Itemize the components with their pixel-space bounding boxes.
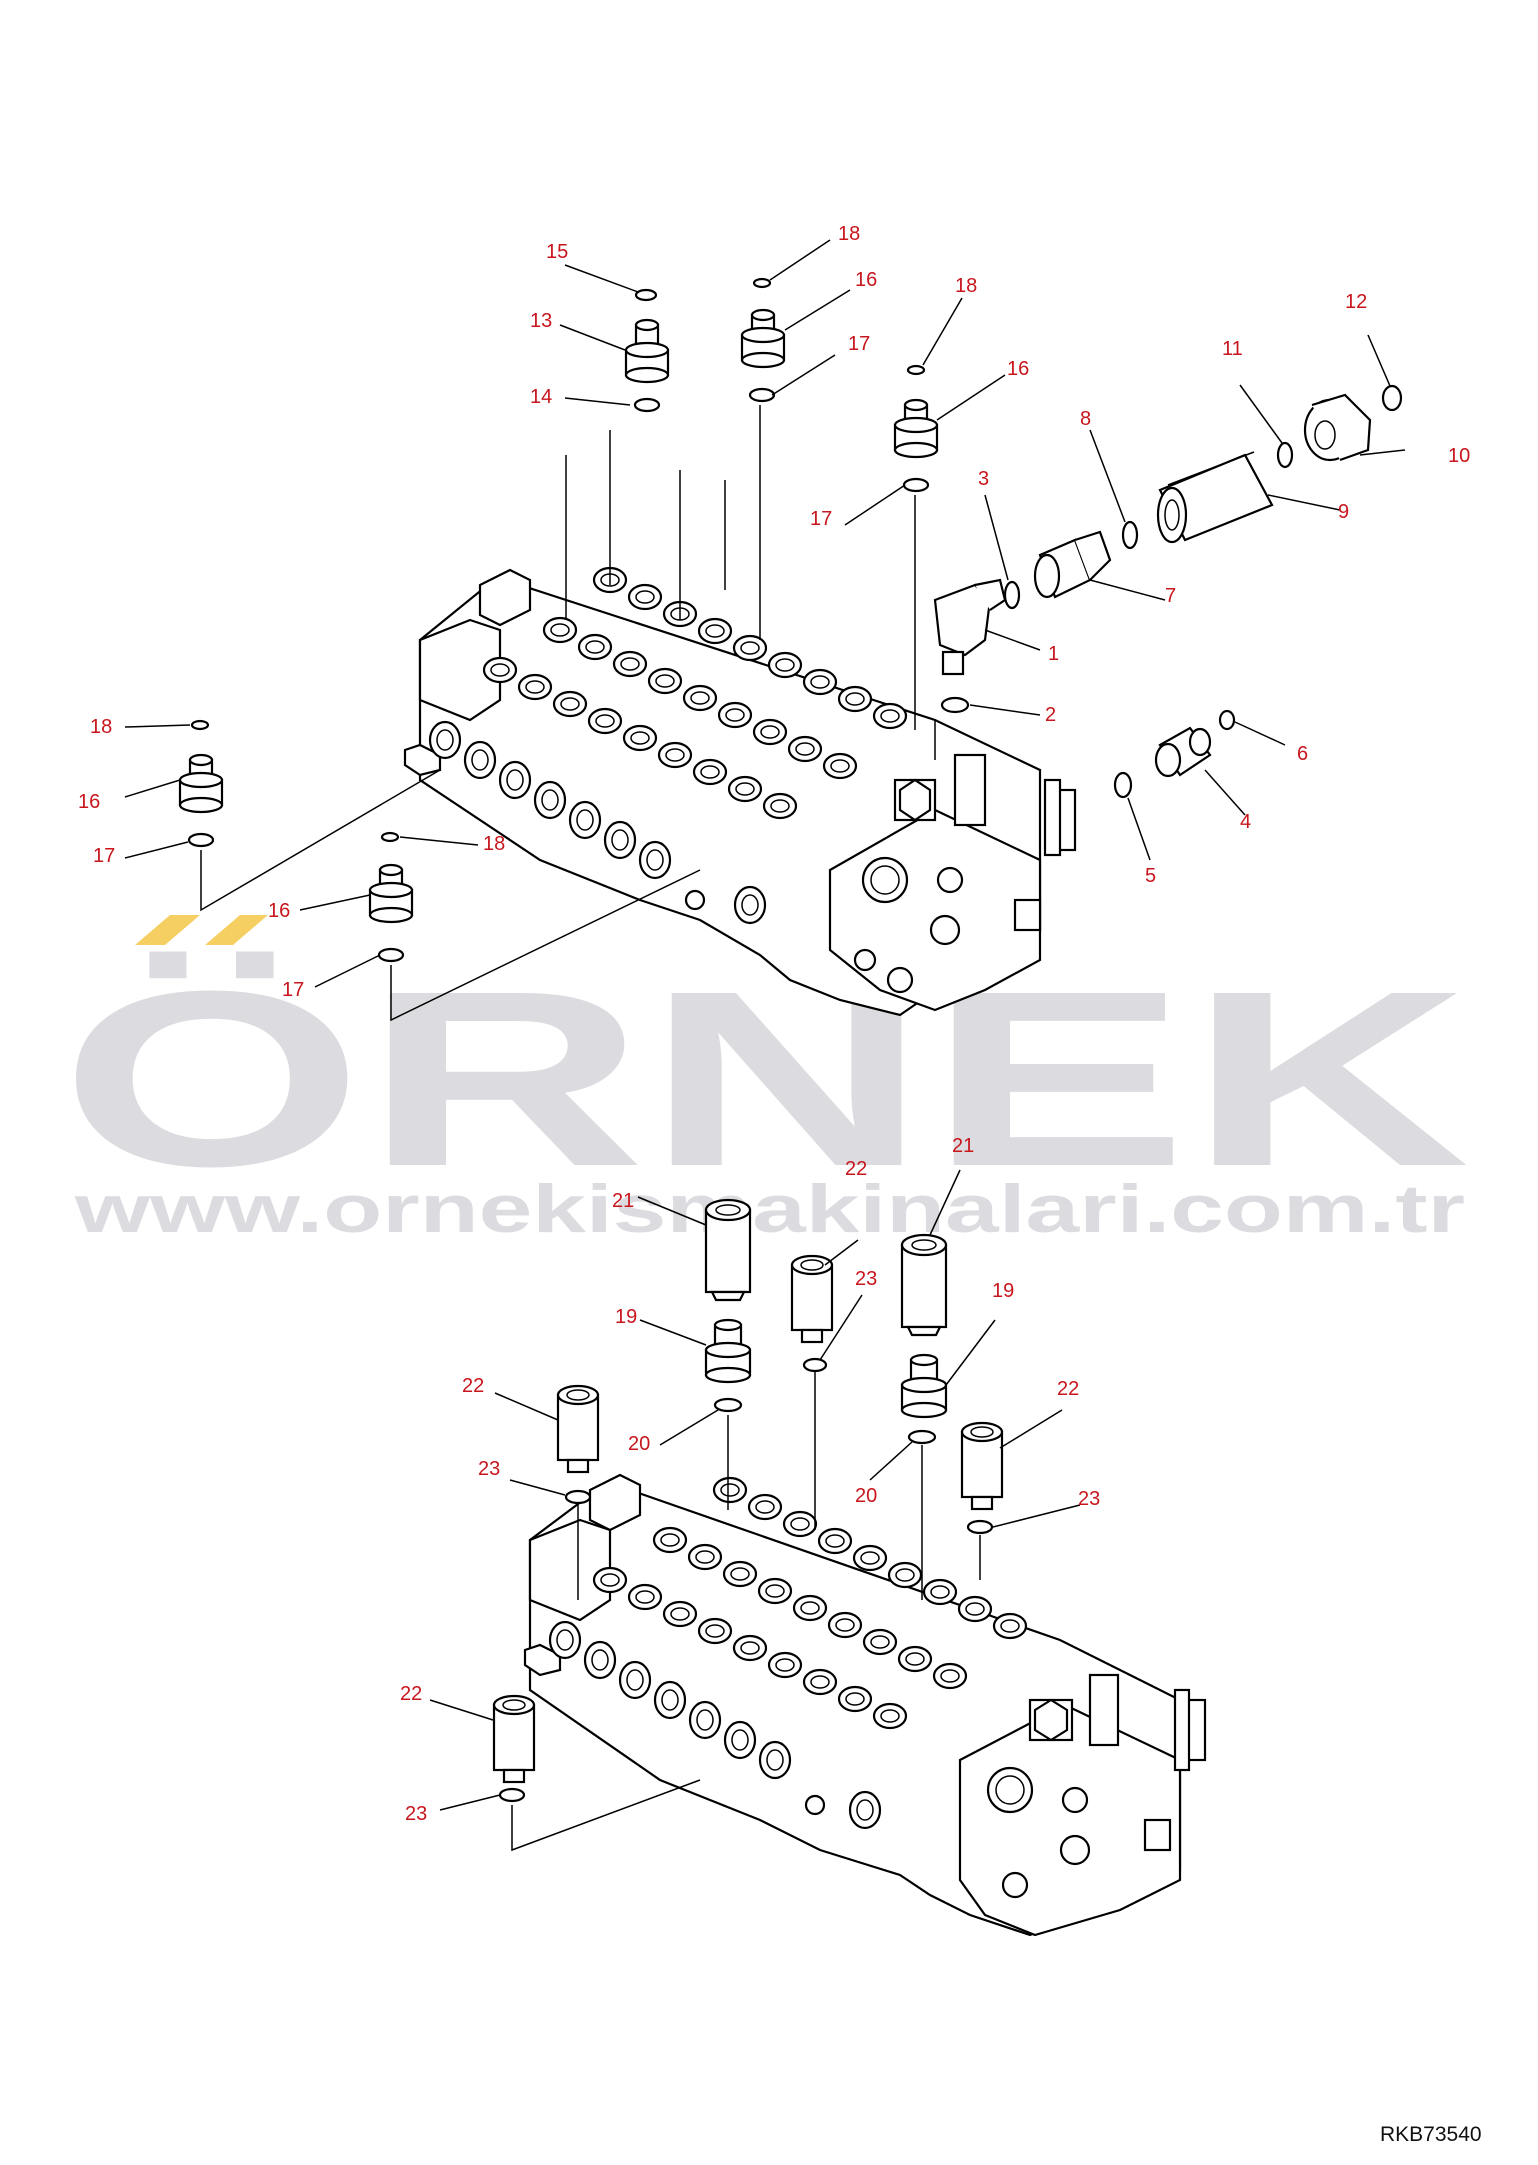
callout-8: 8 [1080,408,1091,430]
part-21-cap-b [900,1233,948,1337]
callout-16-d: 16 [268,900,290,922]
callout-21-a: 21 [612,1190,634,1212]
part-22-cap-c [960,1421,1004,1511]
watermark-accent-left [135,915,200,945]
callout-21-b: 21 [952,1135,974,1157]
callout-18-d: 18 [483,833,505,855]
part-14-o-ring [633,397,661,413]
callout-23-a: 23 [855,1268,877,1290]
part-2-o-ring [940,696,970,714]
callout-4: 4 [1240,811,1251,833]
part-22-cap-b [556,1384,600,1474]
part-8-o-ring [1121,520,1139,550]
lower-spool-caps-row2 [652,1526,968,1690]
callout-17-b: 17 [810,508,832,530]
part-22-cap-a [790,1254,834,1344]
part-22-cap-d [492,1694,536,1784]
upper-spool-caps-row3 [482,656,798,820]
callout-15: 15 [546,241,568,263]
lower-front-ports [548,1620,882,1830]
part-16-plug-b [893,398,939,459]
watermark-accent-right [205,915,268,945]
drawing-code: RKB73540 [1380,2123,1482,2146]
upper-spool-caps-row2 [542,616,858,780]
part-9-housing [1156,451,1274,544]
part-21-cap-a [704,1198,752,1302]
upper-control-valve-body [403,566,1077,1017]
callout-7: 7 [1165,585,1176,607]
part-1-elbow [933,578,1007,676]
part-19-fitting-a [704,1318,752,1384]
callout-6: 6 [1297,743,1308,765]
part-7-adapter [1033,530,1112,599]
callout-22-c: 22 [1057,1378,1079,1400]
callout-17-d: 17 [282,979,304,1001]
part-16-plug-a [740,308,786,369]
callout-2: 2 [1045,704,1056,726]
upper-front-ports [428,720,767,925]
part-12-o-ring [1381,384,1403,412]
callout-19-a: 19 [615,1306,637,1328]
watermark-url: www.ornekismakinalari.com.tr [74,1171,1465,1247]
callout-16-b: 16 [1007,358,1029,380]
callout-16-c: 16 [78,791,100,813]
callout-13: 13 [530,310,552,332]
lower-callouts: 19 19 20 20 21 21 22 22 22 22 23 23 23 2… [400,1135,1100,1825]
callout-23-b: 23 [478,1458,500,1480]
callout-1: 1 [1048,643,1059,665]
callout-18-c: 18 [90,716,112,738]
upper-callouts: 1 2 3 4 5 6 7 8 9 10 11 12 13 14 15 16 1… [78,223,1470,1001]
callout-9: 9 [1338,501,1349,523]
callout-23-c: 23 [1078,1488,1100,1510]
part-3-o-ring [1003,580,1021,610]
part-16-plug-d [368,863,414,924]
lower-loose-parts [492,1198,1004,1803]
part-19-fitting-b [900,1353,948,1419]
callout-10: 10 [1448,445,1470,467]
lower-spool-caps-row1 [712,1476,1028,1640]
part-13-plug [624,318,670,384]
part-15-seal [634,288,658,302]
callout-18-a: 18 [838,223,860,245]
callout-20-b: 20 [855,1485,877,1507]
upper-loose-parts [178,277,1403,963]
upper-spool-caps-row1 [592,566,908,730]
part-16-plug-c [178,753,224,814]
callout-20-a: 20 [628,1433,650,1455]
lower-spool-caps-row3 [592,1566,908,1730]
lower-leader-lines [429,1169,1081,1852]
part-10-cap [1303,393,1372,462]
callout-5: 5 [1145,865,1156,887]
lower-control-valve-body [523,1473,1207,1937]
callout-23-d: 23 [405,1803,427,1825]
callout-17-a: 17 [848,333,870,355]
watermark: ÖRNEK www.ornekismakinalari.com.tr [60,915,1470,1247]
part-6-seal [1218,709,1236,731]
callout-11: 11 [1222,338,1243,360]
callout-22-d: 22 [400,1683,422,1705]
callout-12: 12 [1345,291,1367,313]
part-5-o-ring [1113,771,1133,799]
callout-14: 14 [530,386,552,408]
callout-22-a: 22 [845,1158,867,1180]
part-11-o-ring [1276,441,1294,469]
upper-leader-lines [124,239,1406,1022]
callout-18-b: 18 [955,275,977,297]
part-4-plug [1154,726,1212,778]
callout-19-b: 19 [992,1280,1014,1302]
callout-16-a: 16 [855,269,877,291]
callout-3: 3 [978,468,989,490]
watermark-brand: ÖRNEK [60,939,1470,1218]
callout-22-b: 22 [462,1375,484,1397]
callout-17-c: 17 [93,845,115,867]
